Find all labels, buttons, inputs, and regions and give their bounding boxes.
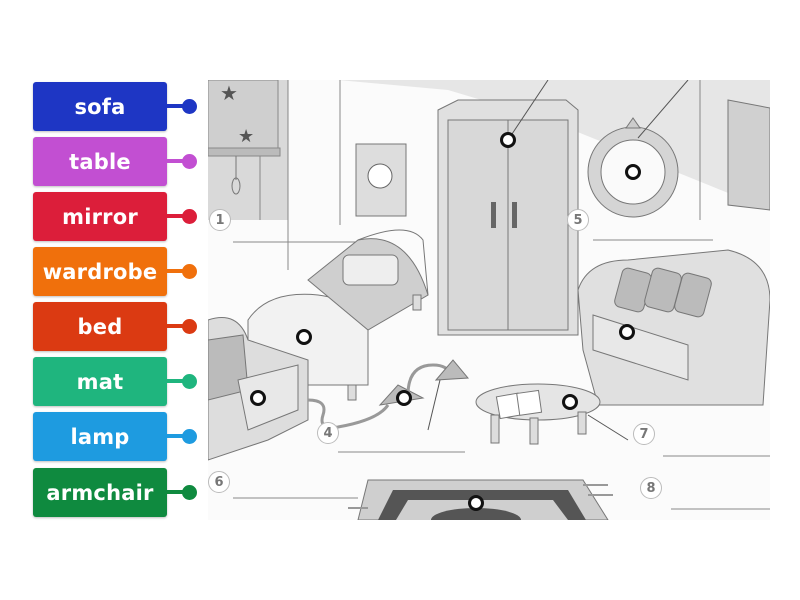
number-badge: 4 <box>317 422 339 444</box>
number-badge: 6 <box>208 471 230 493</box>
bedroom-illustration: ★ ★ <box>208 80 770 520</box>
label-sofa[interactable]: sofa <box>33 82 167 131</box>
drag-pin-icon[interactable] <box>182 209 197 224</box>
label-connector <box>167 214 187 218</box>
hotspot-sofa[interactable] <box>619 324 635 340</box>
hotspot-mat[interactable] <box>468 495 484 511</box>
label-connector <box>167 269 187 273</box>
hotspot-table[interactable] <box>562 394 578 410</box>
number-badge: 8 <box>640 477 662 499</box>
hotspot-wardrobe[interactable] <box>500 132 516 148</box>
drag-pin-icon[interactable] <box>182 154 197 169</box>
drag-pin-icon[interactable] <box>182 319 197 334</box>
hotspot-mirror[interactable] <box>625 164 641 180</box>
room-drawing: ★ ★ <box>208 80 770 520</box>
label-connector <box>167 434 187 438</box>
number-badge: 5 <box>567 209 589 231</box>
drag-pin-icon[interactable] <box>182 264 197 279</box>
label-lamp[interactable]: lamp <box>33 412 167 461</box>
drag-pin-icon[interactable] <box>182 99 197 114</box>
label-mat[interactable]: mat <box>33 357 167 406</box>
label-wardrobe[interactable]: wardrobe <box>33 247 167 296</box>
label-armchair[interactable]: armchair <box>33 468 167 517</box>
label-connector <box>167 159 187 163</box>
label-bed[interactable]: bed <box>33 302 167 351</box>
label-mirror[interactable]: mirror <box>33 192 167 241</box>
label-connector <box>167 104 187 108</box>
label-table[interactable]: table <box>33 137 167 186</box>
label-connector <box>167 490 187 494</box>
label-connector <box>167 324 187 328</box>
label-connector <box>167 379 187 383</box>
svg-text:★: ★ <box>220 81 238 105</box>
drag-pin-icon[interactable] <box>182 485 197 500</box>
hotspot-bed[interactable] <box>296 329 312 345</box>
svg-text:★: ★ <box>238 126 254 147</box>
hotspot-lamp[interactable] <box>396 390 412 406</box>
hotspot-armchair[interactable] <box>250 390 266 406</box>
drag-pin-icon[interactable] <box>182 429 197 444</box>
number-badge: 1 <box>209 209 231 231</box>
number-badge: 7 <box>633 423 655 445</box>
drag-pin-icon[interactable] <box>182 374 197 389</box>
